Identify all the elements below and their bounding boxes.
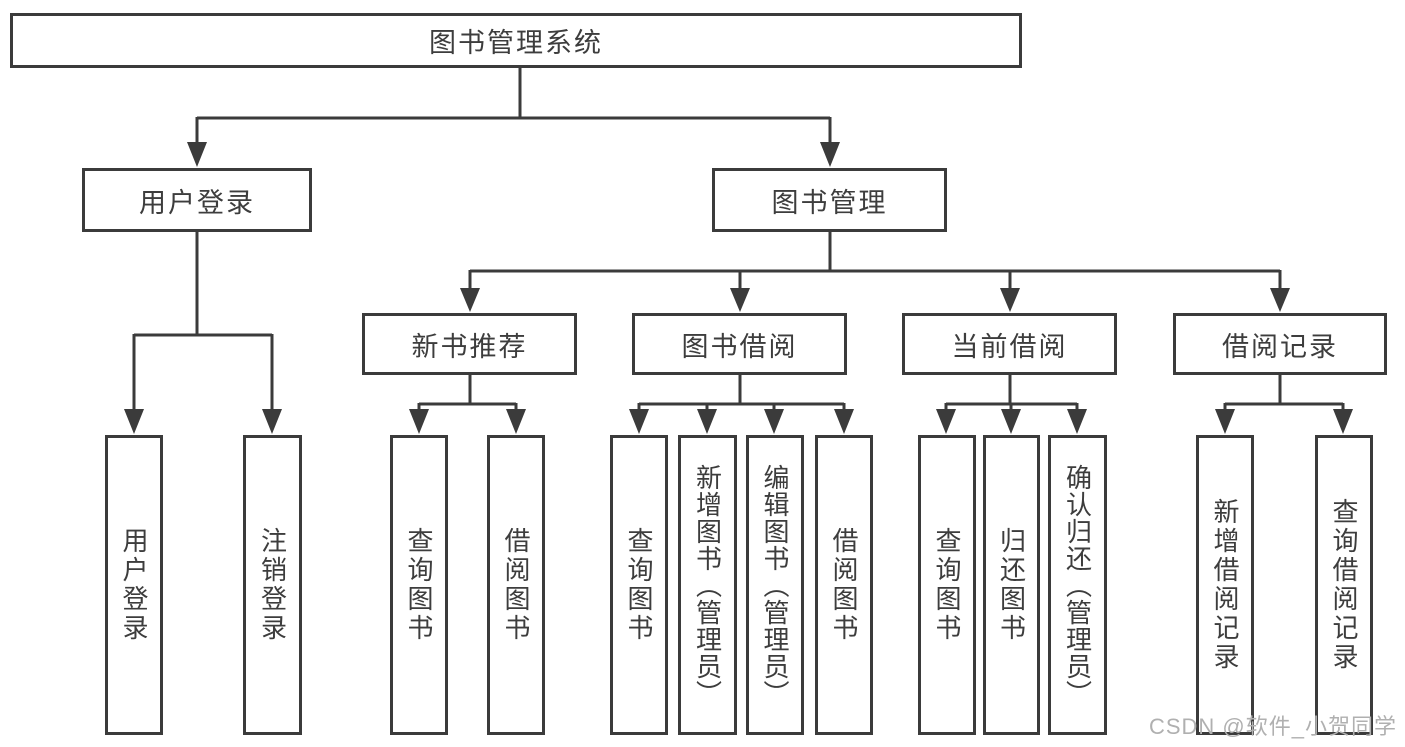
- node-book-management-system: 图书管理系统: [10, 13, 1022, 68]
- leaf-borrow-books-borrowing: 借阅图书: [815, 435, 873, 735]
- leaf-user-login: 用户登录: [105, 435, 163, 735]
- leaf-add-books-admin: 新增图书（管理员）: [678, 435, 737, 735]
- leaf-edit-books-admin: 编辑图书（管理员）: [746, 435, 804, 735]
- leaf-confirm-return-admin: 确认归还（管理员）: [1048, 435, 1107, 735]
- node-book-borrowing: 图书借阅: [632, 313, 847, 375]
- leaf-borrow-books-recommend: 借阅图书: [487, 435, 545, 735]
- leaf-logout: 注销登录: [243, 435, 302, 735]
- leaf-add-borrow-record: 新增借阅记录: [1196, 435, 1254, 735]
- node-current-borrowing: 当前借阅: [902, 313, 1117, 375]
- node-borrowing-records: 借阅记录: [1173, 313, 1387, 375]
- node-new-book-recommend: 新书推荐: [362, 313, 577, 375]
- leaf-query-books-current: 查询图书: [918, 435, 976, 735]
- csdn-watermark: CSDN @软件_小贺同学: [1148, 714, 1397, 739]
- node-user-login: 用户登录: [82, 168, 312, 232]
- leaf-query-borrow-record: 查询借阅记录: [1315, 435, 1373, 735]
- leaf-query-books-borrowing: 查询图书: [610, 435, 668, 735]
- node-book-management: 图书管理: [712, 168, 947, 232]
- leaf-query-books-recommend: 查询图书: [390, 435, 448, 735]
- leaf-return-books: 归还图书: [983, 435, 1040, 735]
